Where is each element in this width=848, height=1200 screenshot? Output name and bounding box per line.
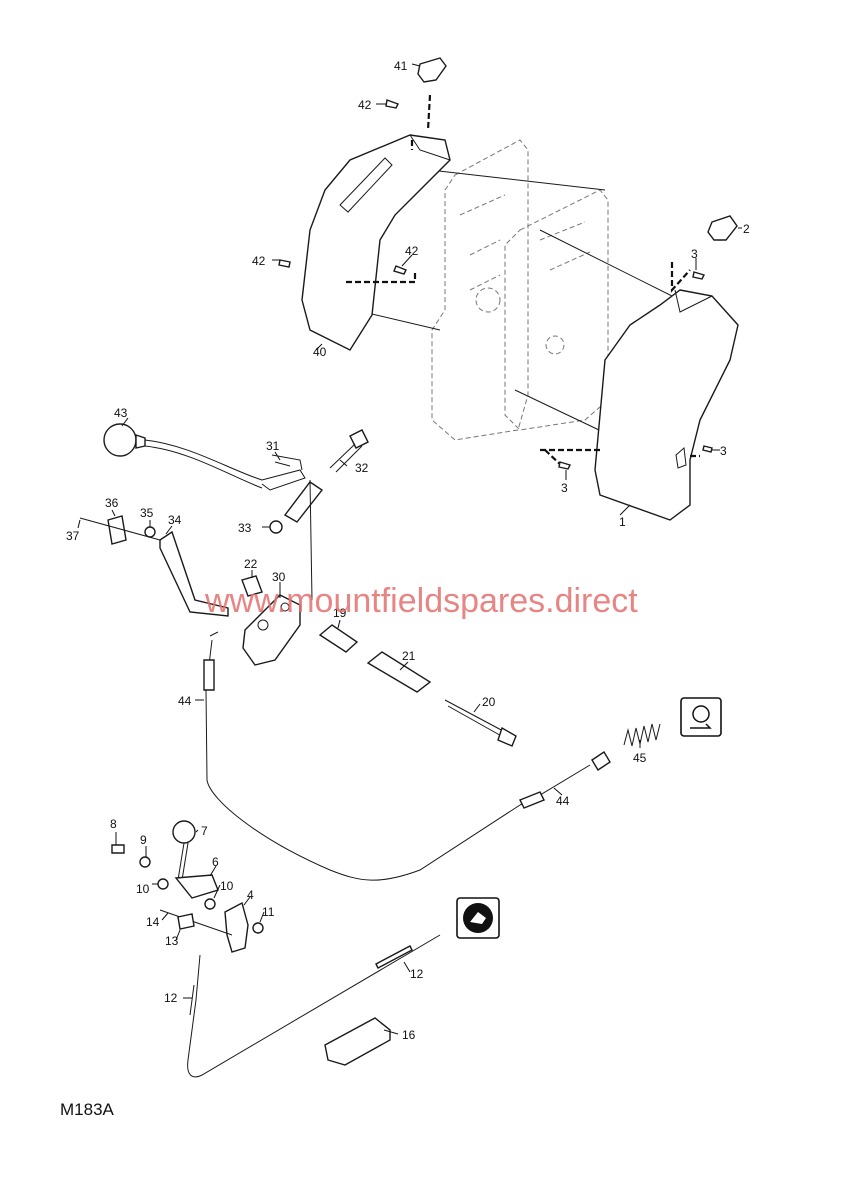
callout-21: 21	[402, 649, 416, 663]
callout-3-right: 3	[720, 444, 727, 458]
callout-43: 43	[114, 406, 128, 420]
callout-10-right: 10	[220, 879, 234, 893]
callout-13: 13	[165, 934, 179, 948]
callout-20: 20	[482, 695, 496, 709]
callout-31: 31	[266, 439, 280, 453]
callout-42-mid: 42	[405, 244, 419, 258]
callout-42-top: 42	[358, 98, 372, 112]
chute-rotate-decal-icon	[680, 697, 722, 737]
cap-2-part	[707, 215, 738, 241]
callout-11: 11	[262, 905, 275, 919]
frame-outline	[431, 139, 609, 441]
callout-12-right: 12	[410, 967, 424, 981]
nut-11-part	[252, 922, 264, 934]
cap-41-part	[417, 57, 447, 83]
callout-3-bottom: 3	[561, 481, 568, 495]
callout-33: 33	[238, 521, 252, 535]
screw-42-parts	[278, 99, 407, 275]
spring-45-part	[623, 723, 661, 747]
callout-19: 19	[333, 606, 347, 620]
washer-10-part	[157, 878, 169, 890]
callout-36: 36	[105, 496, 119, 510]
left-shield-part	[301, 134, 451, 351]
spacer-22-part	[241, 575, 263, 597]
bolt-14-line	[159, 909, 233, 936]
nut-33-part	[269, 520, 283, 534]
callout-34: 34	[168, 513, 182, 527]
callout-3-top: 3	[691, 247, 698, 261]
bolt-20-part	[444, 699, 517, 747]
callout-1: 1	[619, 515, 626, 529]
callout-44-right: 44	[556, 794, 570, 808]
right-shield-fixing-lines	[540, 262, 700, 467]
callout-2: 2	[743, 222, 750, 236]
washer-10b-part	[204, 898, 216, 910]
callout-35: 35	[140, 506, 154, 520]
callout-40: 40	[313, 345, 327, 359]
callout-30: 30	[272, 570, 286, 584]
washer-9-part	[139, 856, 151, 868]
switch-36-part	[107, 515, 127, 545]
nut-35-part	[144, 526, 156, 538]
diagram-code: M183A	[60, 1100, 115, 1119]
bracket-16-part	[324, 1017, 391, 1066]
callout-4: 4	[247, 888, 254, 902]
spacer-19-part	[318, 624, 359, 653]
plate-30-part	[242, 594, 301, 666]
left-shield-fixing-lines	[346, 94, 432, 284]
cable-12-part	[187, 934, 441, 1078]
callout-45: 45	[633, 751, 647, 765]
callout-12-left: 12	[164, 991, 178, 1005]
callout-10-left: 10	[136, 882, 150, 896]
callout-22: 22	[244, 557, 258, 571]
callout-7: 7	[201, 824, 208, 838]
bracket-4-part	[224, 901, 249, 953]
callout-42-left: 42	[252, 254, 266, 268]
callout-14: 14	[146, 915, 160, 929]
cable-44-part	[203, 631, 611, 881]
right-shield-part	[594, 289, 739, 521]
control-rod-part	[103, 423, 306, 491]
bolt-32-part	[329, 429, 369, 473]
clip-13-part	[177, 913, 195, 930]
link-line	[309, 479, 313, 601]
callout-6: 6	[212, 855, 219, 869]
screw-3-parts	[558, 271, 713, 470]
watermark-text: www.mountfieldspares.direct	[204, 582, 638, 620]
bolt-8-part	[111, 844, 125, 854]
callout-16: 16	[402, 1028, 416, 1042]
screw-37-line	[79, 517, 161, 541]
leader-lines	[77, 63, 742, 1035]
callout-37: 37	[66, 529, 80, 543]
callout-9: 9	[140, 833, 147, 847]
alignment-lines	[354, 169, 681, 441]
callout-44-left: 44	[178, 694, 192, 708]
tube-31-part	[283, 481, 324, 523]
bracket-34-part	[159, 530, 229, 617]
speed-decal-icon	[456, 897, 500, 939]
callout-32: 32	[355, 461, 369, 475]
callout-8: 8	[110, 817, 117, 831]
tube-21-part	[366, 651, 432, 693]
callout-41: 41	[394, 59, 408, 73]
